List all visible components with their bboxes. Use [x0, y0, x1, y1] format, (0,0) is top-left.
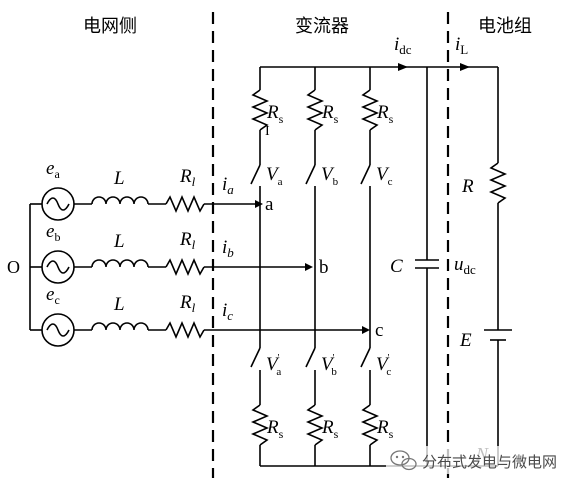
inductor-label-c: L: [113, 294, 125, 315]
node-label-b: b: [319, 257, 329, 278]
watermark-text: 分布式发电与微电网: [422, 453, 557, 471]
leg-a: [250, 67, 270, 466]
sine-wave-b-icon: [46, 260, 70, 274]
phase-b: [41, 250, 313, 284]
snubber-lower-a-icon: [250, 404, 270, 446]
source-label-a: ea: [46, 158, 60, 181]
cursor-mark-icon: I: [265, 124, 270, 139]
switch-label-lower-a: V'a: [266, 353, 281, 378]
section-title-grid-side: 电网侧: [83, 16, 137, 37]
dc-voltage-label: udc: [454, 254, 476, 277]
current-label-ic: ic: [222, 300, 233, 323]
arrow-ic-icon: [362, 326, 370, 334]
resistor-b-icon: [165, 257, 205, 277]
inductor-a-icon: [91, 196, 149, 205]
inductor-label-b: L: [113, 231, 125, 252]
arrow-ib-icon: [305, 263, 313, 271]
snubber-lower-c-icon: [360, 404, 380, 446]
snubber-label-upper-c: Rs: [376, 102, 394, 126]
resistor-label-c: Rl: [179, 292, 196, 315]
switch-label-lower-c: V'c: [376, 353, 391, 378]
watermark: 分布式发电与微电网: [386, 446, 562, 474]
resistor-label-a: Rl: [179, 166, 196, 189]
snubber-upper-b-icon: [305, 89, 325, 131]
switch-label-upper-b: Vb: [321, 164, 339, 188]
snubber-label-lower-b: Rs: [321, 417, 339, 441]
phase-c: [41, 313, 370, 347]
arrow-il-icon: [460, 63, 470, 71]
node-label-c: c: [375, 320, 383, 341]
switch-lower-a-icon: [250, 347, 261, 368]
node-label-a: a: [265, 194, 274, 215]
current-label-ia: ia: [222, 174, 234, 197]
snubber-label-upper-a: Rs: [266, 102, 284, 126]
leg-b: [305, 67, 325, 466]
arrow-ia-icon: [255, 200, 263, 208]
sine-wave-c-icon: [46, 323, 70, 337]
battery-resistor-label: R: [461, 176, 474, 197]
resistor-a-icon: [165, 194, 205, 214]
snubber-label-lower-a: Rs: [266, 417, 284, 441]
snubber-label-upper-b: Rs: [321, 102, 339, 126]
source-label-c: ec: [46, 284, 60, 307]
arrow-idc-icon: [398, 63, 408, 71]
battery-side: iL udc R E N: [454, 34, 512, 466]
battery-emf-label: E: [459, 330, 472, 351]
inductor-label-a: L: [113, 168, 125, 189]
switch-lower-b-icon: [305, 347, 316, 368]
inductor-c-icon: [91, 322, 149, 331]
snubber-label-lower-c: Rs: [376, 417, 394, 441]
switch-upper-c-icon: [360, 164, 371, 185]
switch-upper-a-icon: [250, 164, 261, 185]
resistor-label-b: Rl: [179, 229, 196, 252]
load-current-label: iL: [455, 34, 468, 57]
switch-lower-c-icon: [360, 347, 371, 368]
switch-label-lower-b: V'b: [321, 353, 337, 378]
switch-label-upper-c: Vc: [376, 164, 393, 188]
converter: I Rs Rs Rs Rs Rs Rs Va Vb Vc V'a V'b V'c…: [250, 34, 498, 467]
switch-upper-b-icon: [305, 164, 316, 185]
sine-wave-a-icon: [46, 197, 70, 211]
resistor-c-icon: [165, 320, 205, 340]
source-label-b: eb: [46, 221, 60, 244]
capacitor-label: C: [390, 256, 403, 277]
leg-c: [360, 67, 380, 466]
wechat-logo-icon: [390, 450, 417, 471]
snubber-lower-b-icon: [305, 404, 325, 446]
phase-a: [41, 187, 263, 221]
grid-side: O: [7, 158, 370, 347]
dc-current-label: idc: [394, 34, 412, 57]
switch-label-upper-a: Va: [266, 164, 283, 188]
snubber-upper-c-icon: [360, 89, 380, 131]
current-label-ib: ib: [222, 237, 234, 260]
snubber-upper-a-icon: [250, 89, 270, 131]
battery-resistor-icon: [488, 162, 508, 204]
inductor-b-icon: [91, 259, 149, 268]
section-title-converter: 变流器: [295, 16, 349, 37]
neutral-label: O: [7, 257, 20, 277]
section-title-battery: 电池组: [478, 16, 532, 37]
